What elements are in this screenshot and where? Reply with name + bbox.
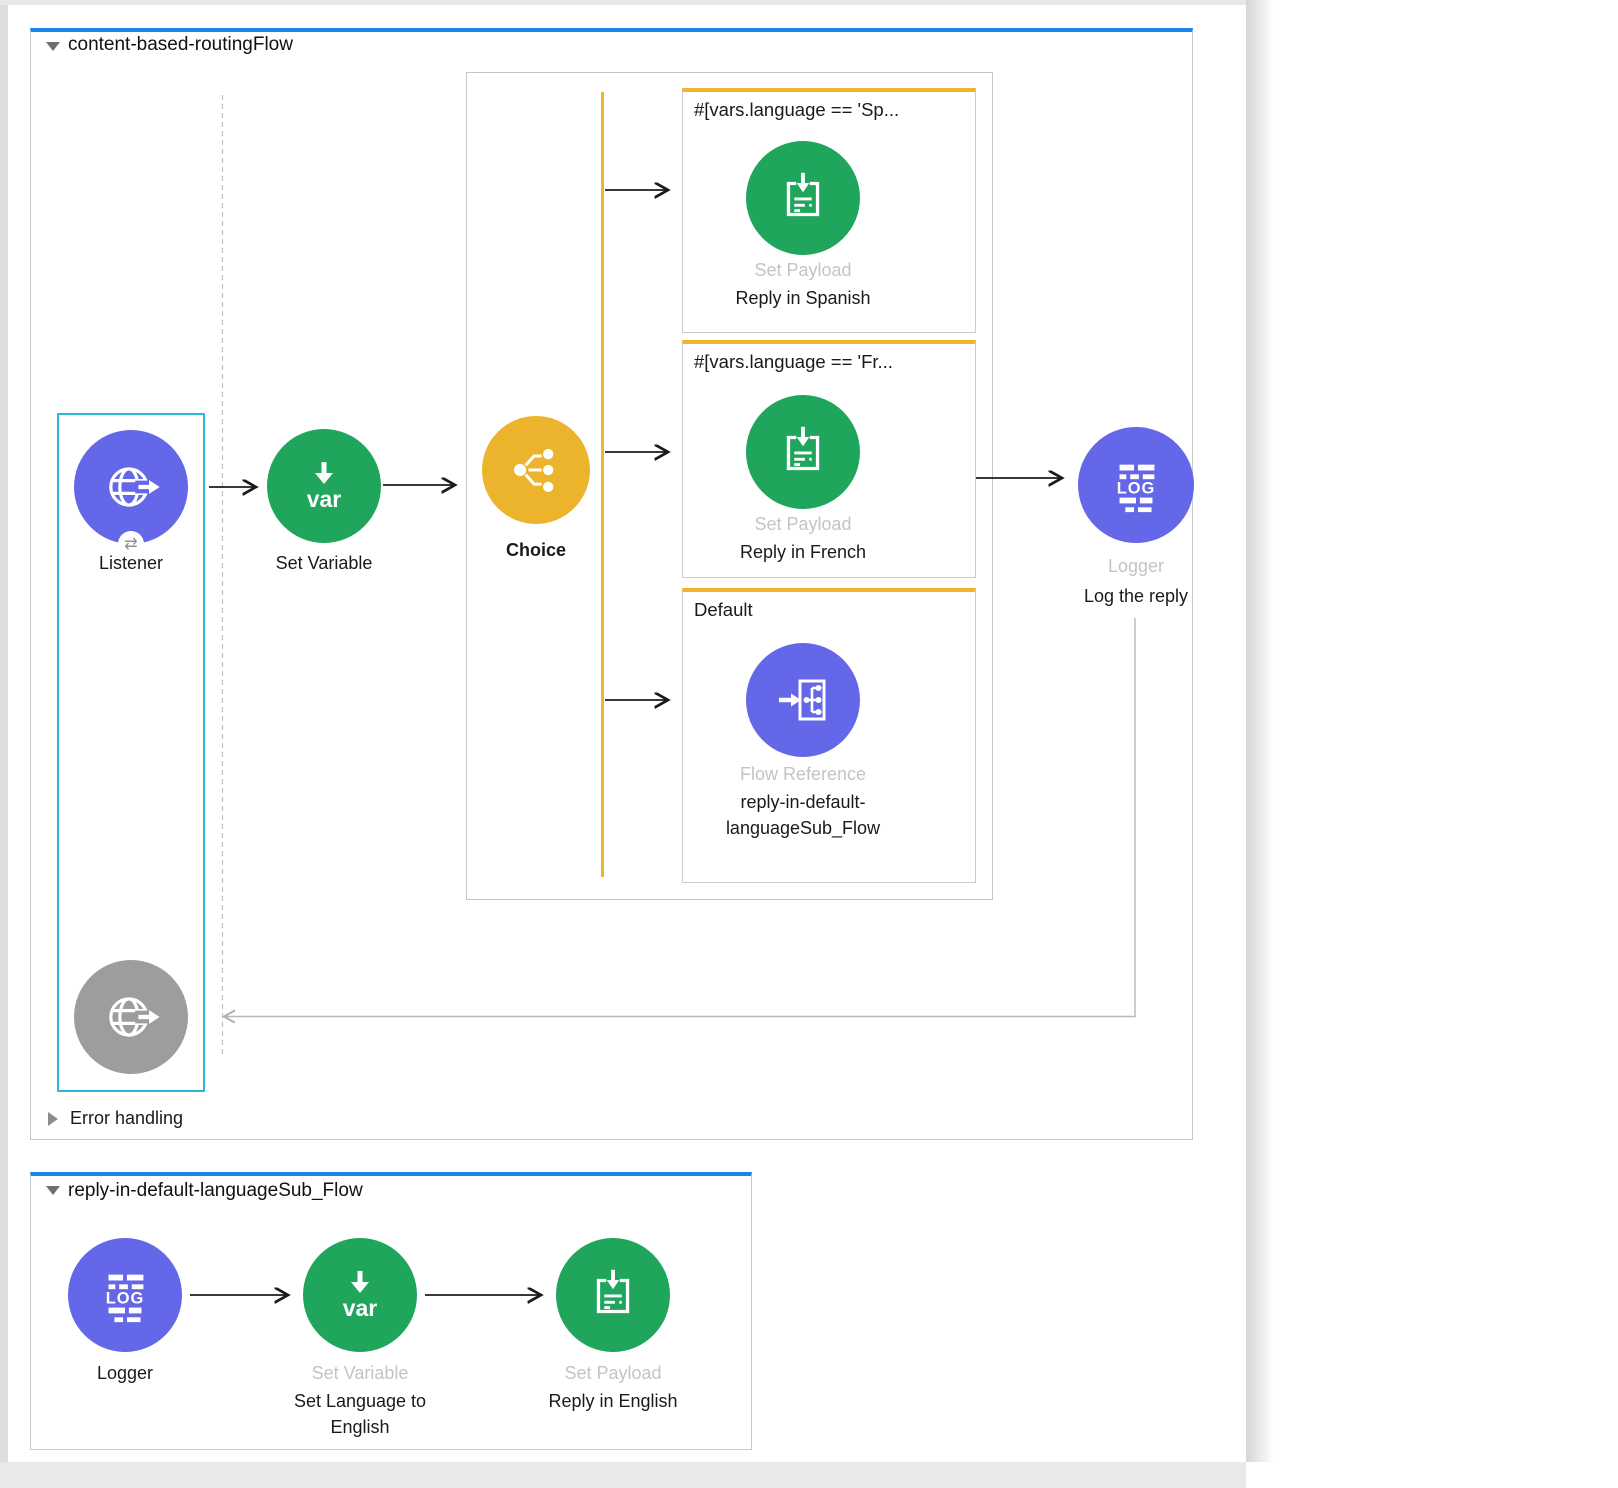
set-payload-french-name: Reply in French — [739, 542, 867, 562]
flow-reference-type: Flow Reference — [739, 764, 867, 784]
subflow-set-payload-name: Reply in English — [548, 1391, 678, 1411]
flow-reference-name-line2: languageSub_Flow — [725, 818, 881, 838]
set-variable-icon: var — [307, 462, 342, 512]
choice-label: Choice — [505, 540, 566, 560]
subflow-logger-node[interactable]: LOG — [68, 1238, 182, 1352]
subflow-set-payload-type: Set Payload — [564, 1363, 662, 1383]
subflow-set-variable-node[interactable]: var — [303, 1238, 417, 1352]
window-edge-left — [0, 0, 8, 1488]
exchange-badge-icon: ⇄ — [118, 531, 144, 557]
subflow-set-variable-type: Set Variable — [311, 1363, 409, 1383]
branch-french-condition: #[vars.language == 'Fr... — [694, 351, 893, 372]
listener-response-node[interactable] — [74, 960, 188, 1074]
source-section-box[interactable] — [57, 413, 205, 1092]
flow-reference-icon — [779, 679, 826, 721]
error-handling-label: Error handling — [70, 1108, 184, 1128]
set-payload-icon — [786, 172, 820, 217]
logger-node[interactable]: LOG — [1078, 427, 1194, 543]
logger-icon: LOG — [106, 1274, 145, 1323]
listener-label: Listener — [98, 553, 164, 573]
collapse-flow-icon[interactable] — [46, 42, 60, 51]
svg-text:LOG: LOG — [106, 1290, 145, 1308]
set-payload-french-node[interactable] — [746, 395, 860, 509]
listener-node[interactable] — [74, 430, 188, 544]
subflow-set-variable-name-line1: Set Language to — [293, 1391, 427, 1411]
set-payload-spanish-name: Reply in Spanish — [735, 288, 871, 308]
set-payload-spanish-node[interactable] — [746, 141, 860, 255]
flow-reference-name-line1: reply-in-default- — [740, 792, 866, 812]
set-payload-spanish-type: Set Payload — [754, 260, 852, 280]
branch-default-condition: Default — [694, 599, 753, 620]
choice-router-bus — [601, 92, 604, 877]
sub-flow-title: reply-in-default-languageSub_Flow — [68, 1180, 363, 1201]
window-edge-top — [0, 0, 1246, 5]
logger-icon: LOG — [1117, 464, 1156, 513]
logger-type-label: Logger — [1107, 556, 1165, 576]
set-payload-icon — [596, 1269, 630, 1314]
choice-icon — [513, 448, 554, 493]
canvas-right-shadow — [1246, 0, 1274, 1462]
subflow-logger-label: Logger — [96, 1363, 154, 1383]
subflow-set-payload-node[interactable] — [556, 1238, 670, 1352]
svg-text:var: var — [307, 486, 342, 512]
window-edge-bottom — [0, 1462, 1246, 1488]
subflow-set-variable-name-line2: English — [330, 1417, 390, 1437]
set-variable-icon: var — [343, 1271, 378, 1321]
choice-node[interactable] — [482, 416, 590, 524]
svg-text:var: var — [343, 1295, 378, 1321]
collapse-subflow-icon[interactable] — [46, 1186, 60, 1195]
svg-text:LOG: LOG — [1117, 480, 1156, 498]
set-payload-french-type: Set Payload — [754, 514, 852, 534]
branch-spanish-condition: #[vars.language == 'Sp... — [694, 99, 900, 120]
logger-name-label: Log the reply — [1083, 586, 1189, 606]
set-variable-node[interactable]: var — [267, 429, 381, 543]
error-handling-expand-icon[interactable] — [48, 1112, 58, 1126]
http-listener-response-icon — [109, 997, 160, 1037]
set-variable-label: Set Variable — [275, 553, 373, 573]
main-flow-title: content-based-routingFlow — [68, 34, 293, 55]
http-listener-icon — [109, 467, 160, 507]
set-payload-icon — [786, 426, 820, 471]
flow-reference-node[interactable] — [746, 643, 860, 757]
